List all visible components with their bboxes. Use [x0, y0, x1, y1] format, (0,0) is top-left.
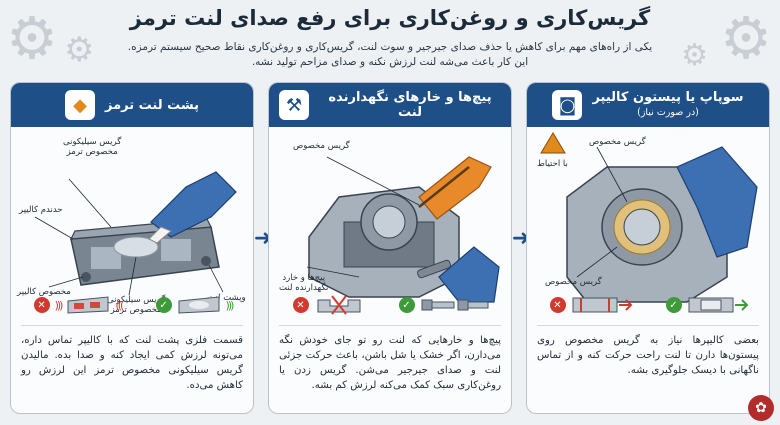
- compare-row: ✕ ))) ((( ✓ ))): [11, 287, 253, 323]
- label-silicone-grease-2: گریس سیلیکونی مخصوص ترمز: [107, 295, 166, 315]
- check-icon: ✓: [155, 297, 172, 313]
- grease-tub-icon: ◆: [65, 90, 96, 120]
- loose-clip-icon: [317, 295, 360, 315]
- label-pad-back: وپشت لنت: [207, 293, 246, 303]
- brand-logo-icon: ✿: [748, 395, 774, 421]
- panel-title: پشت لنت ترمز: [105, 97, 199, 113]
- page-subtitle: یکی از راه‌های مهم برای کاهش یا حذف صدای…: [118, 40, 662, 70]
- divider: [279, 325, 501, 326]
- subtitle-line: این کار باعث می‌شه لنت لرزش نکنه و صدای …: [251, 56, 529, 68]
- arrow-right-icon: ➜: [253, 226, 273, 251]
- panel-description: قسمت فلزی پشت لنت که با کالیپر تماس داره…: [21, 335, 243, 391]
- label-special-grease: گریس مخصوص: [589, 137, 646, 147]
- check-icon: ✓: [665, 297, 682, 313]
- gear-icon: ⚙: [64, 30, 95, 70]
- cross-icon: ✕: [549, 297, 566, 313]
- compare-row: ✕ ✓: [269, 287, 511, 323]
- brake-pad-icon: [178, 296, 220, 314]
- label-bolts-pins: پیچ‌ها و خارد نگهدارنده لنت: [279, 273, 329, 293]
- good-example: ✓ ))): [155, 295, 235, 315]
- quiet-wave-icon: ))): [225, 298, 235, 312]
- divider: [537, 325, 759, 326]
- gear-icon: ⚙: [720, 4, 772, 72]
- divider: [21, 325, 243, 326]
- panel-title: سوپاپ یا پیستون کالیپر (در صورت نیاز): [592, 90, 743, 120]
- panel-bolts-pins: پیچ‌ها و خارهای نگهدارنده لنت ⚒ گریس مخص…: [268, 82, 512, 414]
- panel-piston: سوپاپ یا پیستون کالیپر (در صورت نیاز) ◙ …: [526, 82, 770, 414]
- panel-title-main: سوپاپ یا پیستون کالیپر: [592, 90, 744, 105]
- illustration-caliper: گریس مخصوص پیچ‌ها و خارد نگهدارنده لنت: [269, 127, 511, 317]
- subtitle-line: یکی از راه‌های مهم برای کاهش یا حذف صدای…: [127, 41, 653, 53]
- label-caliper-contact: مخصوص کالیپر: [17, 287, 71, 297]
- bad-example: ✕ ))) (((: [33, 295, 124, 315]
- panel-title-sub: (در صورت نیاز): [637, 107, 699, 118]
- panel-description: پیچ‌ها و خارهایی که لنت رو تو جای خودش ن…: [279, 335, 501, 391]
- label-silicone-grease: گریس سیلیکونی مخصوص ترمز: [63, 137, 122, 157]
- illustration-piston: گریس مخصوص با احتیاط گریس مخصوص: [527, 127, 769, 317]
- bad-example: ✕: [549, 294, 633, 316]
- bolt-icon: [421, 299, 488, 311]
- grease-jar-icon: ◙: [552, 90, 583, 120]
- panel-title: پیچ‌ها و خارهای نگهدارنده لنت: [328, 90, 492, 120]
- panel-header: پیچ‌ها و خارهای نگهدارنده لنت ⚒: [269, 83, 511, 127]
- good-example: ✓: [665, 294, 749, 316]
- illustration-pad: گریس سیلیکونی مخصوص ترمز حدندم کالیپر مخ…: [11, 127, 253, 317]
- panel-pad-back: پشت لنت ترمز ◆ گریس سیلیکونی مخصوص ترمز …: [10, 82, 254, 414]
- compare-row: ✕ ✓: [527, 287, 769, 323]
- gear-icon: ⚙: [681, 38, 708, 73]
- label-special-grease-2: گریس مخصوص: [545, 277, 602, 287]
- bad-example: ✕: [292, 294, 364, 316]
- free-piston-icon: [688, 297, 748, 313]
- panel-description: بعضی کالیپرها نیاز به گریس مخصوص روی پیس…: [537, 335, 759, 376]
- cross-icon: ✕: [33, 297, 50, 313]
- label-special-grease: گریس مخصوص: [293, 141, 350, 151]
- cross-icon: ✕: [292, 297, 309, 313]
- label-caution: با احتیاط: [537, 159, 568, 169]
- bolt-clip-icon: ⚒: [279, 90, 309, 120]
- good-example: ✓: [398, 294, 490, 316]
- brake-pad-icon: [67, 296, 109, 314]
- stuck-piston-icon: [572, 297, 632, 313]
- gear-icon: ⚙: [6, 4, 58, 72]
- noise-wave-icon: (((: [115, 298, 124, 312]
- noise-wave-icon: ))): [54, 298, 64, 312]
- check-icon: ✓: [398, 297, 415, 313]
- arrow-right-icon: ➜: [511, 226, 531, 251]
- page-title: گریس‌کاری و روغن‌کاری برای رفع صدای لنت …: [129, 6, 651, 30]
- label-caliper-edge: حدندم کالیپر: [19, 205, 63, 215]
- panel-header: پشت لنت ترمز ◆: [11, 83, 253, 127]
- panel-header: سوپاپ یا پیستون کالیپر (در صورت نیاز) ◙: [527, 83, 769, 127]
